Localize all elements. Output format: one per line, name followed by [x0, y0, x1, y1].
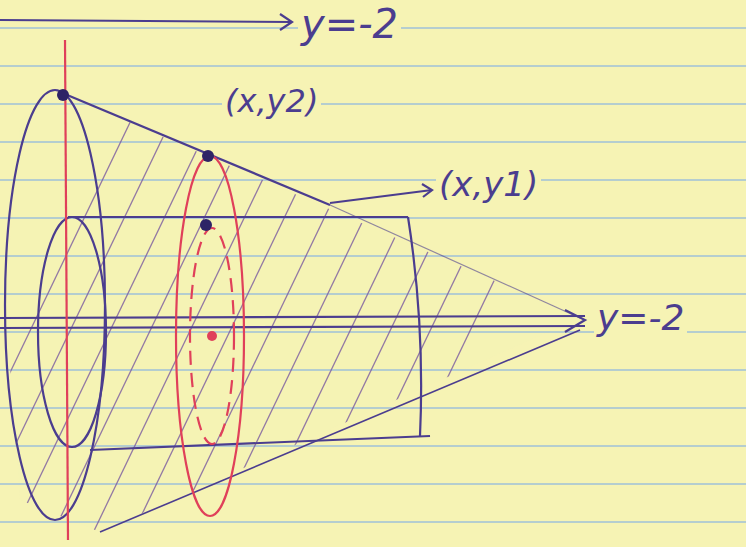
ruled-lines: [0, 28, 746, 522]
axis-label: y=-2: [594, 298, 687, 338]
point-label: (x,y1): [436, 166, 541, 203]
washer-slice: [65, 40, 244, 540]
point-label: (x,y2): [222, 84, 321, 119]
points: [57, 89, 217, 341]
solid-outline: [0, 14, 585, 532]
axis-label: y=-2: [298, 2, 401, 46]
hatching: [0, 60, 600, 547]
